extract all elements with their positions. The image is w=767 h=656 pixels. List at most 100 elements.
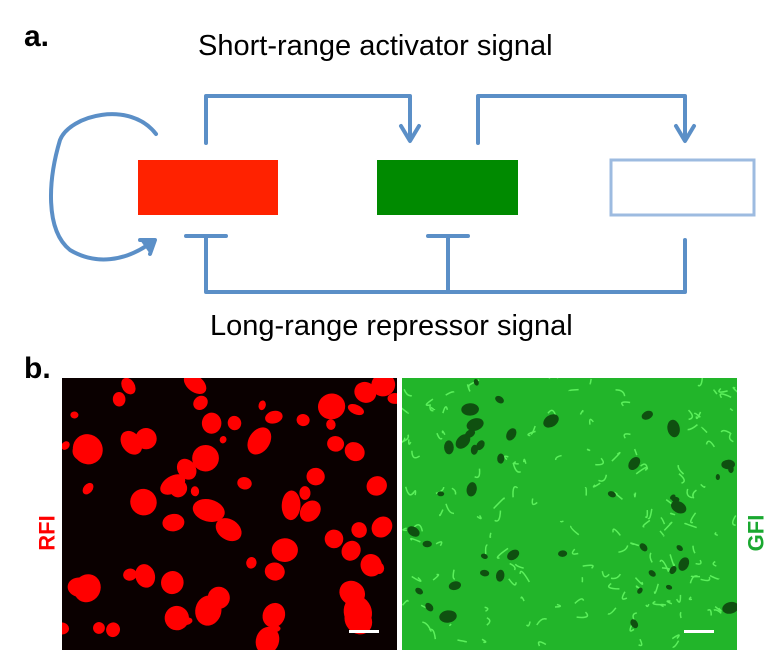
activator-signal-label: Short-range activator signal [198, 30, 553, 62]
scale-bar [349, 630, 379, 633]
gfi-dark-cell [715, 474, 720, 481]
rfi-cell [170, 480, 188, 498]
gfi-texture [712, 560, 717, 567]
rfi-cell [299, 486, 311, 500]
gfi-texture [402, 527, 407, 532]
rfi-cell [161, 571, 184, 595]
gfi-texture [559, 520, 564, 523]
gfi-texture [486, 617, 491, 626]
gfi-texture [697, 378, 704, 387]
gfi-texture [435, 541, 443, 547]
gfi-texture [476, 515, 482, 520]
gfi-texture [671, 634, 680, 640]
gfi-dark-cell [455, 434, 471, 449]
rfi-cell [219, 436, 227, 444]
gfi-texture [402, 599, 409, 606]
gfi-texture [588, 418, 594, 425]
gfi-dark-cell [670, 500, 687, 514]
gfi-dark-cell [507, 549, 520, 561]
gfi-dark-cell [461, 403, 479, 416]
rfi-cell [72, 434, 103, 465]
gfi-texture [429, 404, 434, 412]
gfi-texture [442, 406, 449, 414]
rfi-cell [366, 476, 387, 496]
gfi-texture [537, 641, 547, 647]
gfi-texture [659, 530, 665, 537]
rfi-cell [246, 556, 257, 569]
rfi-cell [135, 564, 156, 588]
rfi-cell [123, 568, 137, 581]
rfi-cell [371, 516, 393, 538]
rfi-cell [227, 415, 242, 431]
gfi-texture [571, 548, 579, 555]
gfi-texture [720, 429, 731, 434]
gfi-texture [592, 482, 601, 488]
gfi-texture [525, 621, 531, 627]
rfi-cell [374, 562, 385, 575]
gfi-texture [661, 567, 672, 572]
gfi-texture [531, 498, 538, 506]
rfi-cell [62, 441, 70, 450]
gfi-texture [686, 488, 693, 499]
rfi-cell [317, 393, 346, 420]
gfi-texture [410, 537, 421, 543]
rfi-cell [162, 513, 185, 532]
gfi-texture [474, 468, 481, 479]
gfi-texture [649, 552, 653, 563]
rfi-cell [265, 410, 283, 424]
gfi-texture [612, 528, 621, 536]
gfi-dark-cell [543, 414, 559, 428]
gfi-texture [598, 474, 608, 482]
activator-arrow-2 [476, 94, 696, 145]
gfi-texture [695, 411, 702, 420]
red-cell-box [138, 160, 278, 215]
gfi-texture [513, 460, 519, 465]
rfi-cell [82, 482, 94, 495]
gfi-texture [690, 575, 701, 578]
gfi-texture [607, 607, 617, 615]
gfi-dark-cell [628, 457, 641, 470]
gfi-texture [494, 510, 502, 522]
gfi-texture [425, 398, 434, 407]
gfi-dark-cell [415, 587, 423, 595]
gfi-dark-cell [670, 494, 676, 500]
rfi-cell [371, 378, 396, 397]
gfi-dark-cell [473, 379, 479, 386]
gfi-texture [678, 473, 685, 484]
gfi-texture [579, 409, 584, 415]
gfi-texture [700, 426, 708, 434]
gfi-texture [672, 640, 680, 648]
gfi-dark-cell [495, 569, 505, 582]
gfi-texture [512, 486, 519, 498]
gfi-dark-cell [448, 581, 461, 591]
gfi-dark-cell [425, 602, 434, 612]
gfi-texture [679, 611, 682, 619]
rfi-cell [324, 529, 344, 549]
gfi-texture [582, 564, 594, 569]
rfi-cell [351, 522, 367, 538]
gfi-texture [633, 492, 637, 498]
gfi-texture [695, 559, 702, 565]
self-activation-arrowhead [138, 238, 157, 256]
gfi-background [402, 378, 737, 650]
gfi-dark-cell [637, 587, 643, 594]
rfi-cell [247, 427, 272, 455]
gfi-dark-cell [466, 418, 484, 431]
rfi-cell [73, 574, 101, 603]
gfi-texture [642, 519, 651, 528]
gfi-texture [692, 545, 696, 554]
gfi-texture [630, 542, 640, 547]
gfi-texture [508, 578, 517, 586]
gfi-texture [484, 544, 488, 555]
rfi-cell [192, 444, 219, 472]
white-cell-box [609, 158, 756, 217]
rfi-cell [201, 412, 222, 434]
gfi-dark-cell [506, 428, 517, 441]
repressor-signal-label: Long-range repressor signal [210, 310, 573, 342]
rfi-cell [190, 486, 200, 497]
gfi-texture [607, 582, 620, 590]
gfi-texture [574, 598, 585, 604]
gfi-dark-cell [437, 491, 445, 497]
gfi-texture [586, 448, 591, 452]
